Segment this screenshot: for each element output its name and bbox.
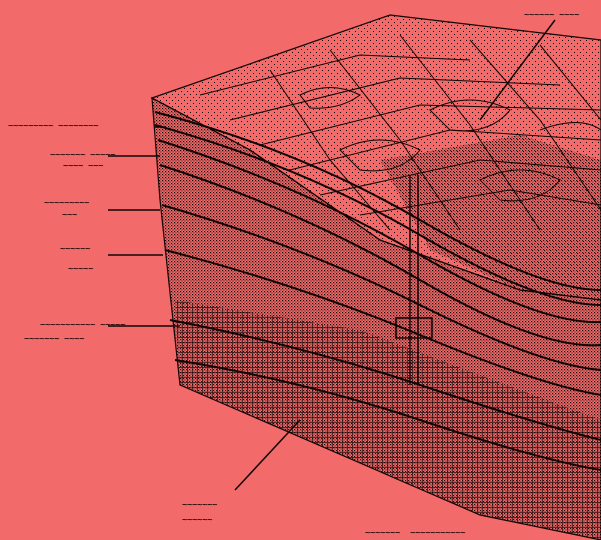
label-left-5-line1: ~~~~~~~~~~~ ~~~~~ (40, 320, 125, 330)
label-top-right: ~~~~~~ ~~~~ (524, 10, 579, 20)
label-left-3-line2: ~~~ (62, 210, 77, 220)
label-left-3-line1: ~~~~~~~~~ (44, 198, 89, 208)
label-left-5-line2: ~~~~~~~ ~~~~ (24, 334, 84, 344)
label-bottom-1-line2: ~~~~~~ (182, 515, 212, 525)
label-left-1: ~~~~~~~~~ ~~~~~~~~ (8, 121, 98, 131)
label-bottom-1-line1: ~~~~~~~ (182, 500, 217, 510)
label-left-4-line2: ~~~~~ (68, 264, 93, 274)
label-left-2-line2: ~~~~ ~~~ (63, 161, 103, 171)
label-bottom-2: ~~~~~~~ ~~~~~~~~~~~ (365, 528, 465, 538)
label-left-4-line1: ~~~~~~ (60, 244, 90, 254)
label-left-2-line1: ~~~~~~~ ~~~~~ (50, 150, 115, 160)
